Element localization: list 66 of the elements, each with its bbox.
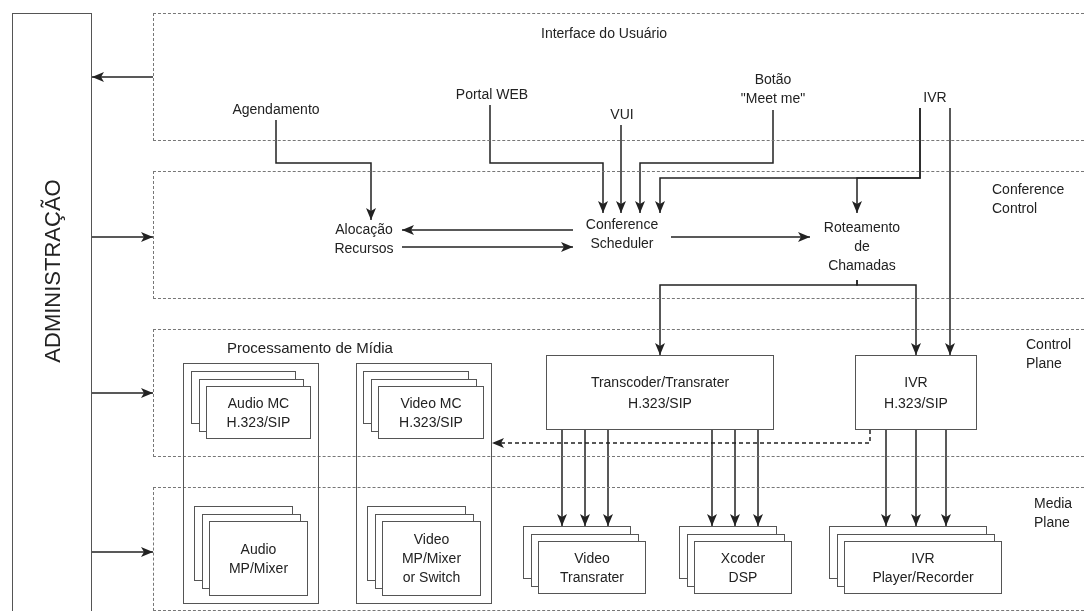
arrow (491, 429, 871, 448)
node-label: VUI (600, 103, 644, 125)
arrow (91, 388, 154, 398)
box-label: Audio MP/Mixer (228, 539, 289, 578)
arrow (91, 72, 154, 82)
arrow (730, 429, 740, 527)
arrow (852, 107, 921, 214)
arrow (489, 104, 608, 214)
process-box (855, 355, 977, 430)
band-title: Conference Control (992, 180, 1066, 218)
arrow (580, 429, 590, 527)
box-label: Xcoder DSP (719, 548, 767, 587)
node-label: IVR (910, 86, 960, 108)
node-label: Roteamento de Chamadas (810, 213, 914, 280)
box-label: H.323/SIP (628, 393, 692, 413)
arrow (881, 429, 891, 527)
arrow (911, 429, 921, 527)
arrow (707, 429, 717, 527)
arrow (401, 225, 574, 235)
box-label: Transcoder/Transrater (590, 372, 730, 392)
stacked-boxes (829, 526, 1002, 594)
arrow (753, 429, 763, 527)
process-box (546, 355, 774, 430)
band-title: Media Plane (1034, 494, 1074, 532)
arrow (945, 107, 955, 356)
stacked-boxes (523, 526, 646, 594)
arrow (616, 124, 626, 214)
dashed-band (153, 171, 1084, 299)
box-label: IVR Player/Recorder (871, 548, 975, 587)
box-label: H.323/SIP (399, 412, 463, 432)
band-title: Interface do Usuário (541, 24, 668, 43)
box-label: Video Transrater (558, 548, 626, 587)
band-title: Control Plane (1026, 335, 1073, 373)
arrow (856, 279, 921, 356)
arrow (603, 429, 613, 527)
group-box (183, 363, 319, 604)
node-label: Portal WEB (440, 83, 544, 105)
stacked-boxes (363, 371, 484, 439)
arrow (941, 429, 951, 527)
stacked-boxes (367, 506, 481, 596)
group-box (356, 363, 492, 604)
box-label: Audio MC (227, 393, 290, 413)
box-label: Video MP/Mixer or Switch (400, 530, 463, 587)
node-label: Alocação Recursos (326, 220, 402, 258)
arrow (275, 119, 376, 221)
box-label: Video MC (400, 393, 462, 413)
node-label: Botão "Meet me" (727, 68, 819, 110)
admin-box (12, 13, 92, 611)
dashed-band (153, 329, 1084, 457)
node-label: Conference Scheduler (573, 213, 671, 255)
node-label: Agendamento (215, 98, 337, 120)
arrow (635, 109, 774, 214)
dashed-band (153, 13, 1084, 141)
stacked-boxes (679, 526, 792, 594)
group-title: Processamento de Mídia (227, 338, 393, 358)
box-label: IVR (904, 372, 928, 392)
arrow (670, 232, 811, 242)
arrow (91, 232, 154, 242)
box-label: H.323/SIP (884, 393, 948, 413)
arrow (557, 429, 567, 527)
box-label: H.323/SIP (226, 412, 291, 432)
arrow (401, 242, 574, 252)
stacked-boxes (194, 506, 308, 596)
stacked-boxes (191, 371, 311, 439)
vertical-label: ADMINISTRAÇÃO (38, 179, 66, 363)
arrow (91, 547, 154, 557)
